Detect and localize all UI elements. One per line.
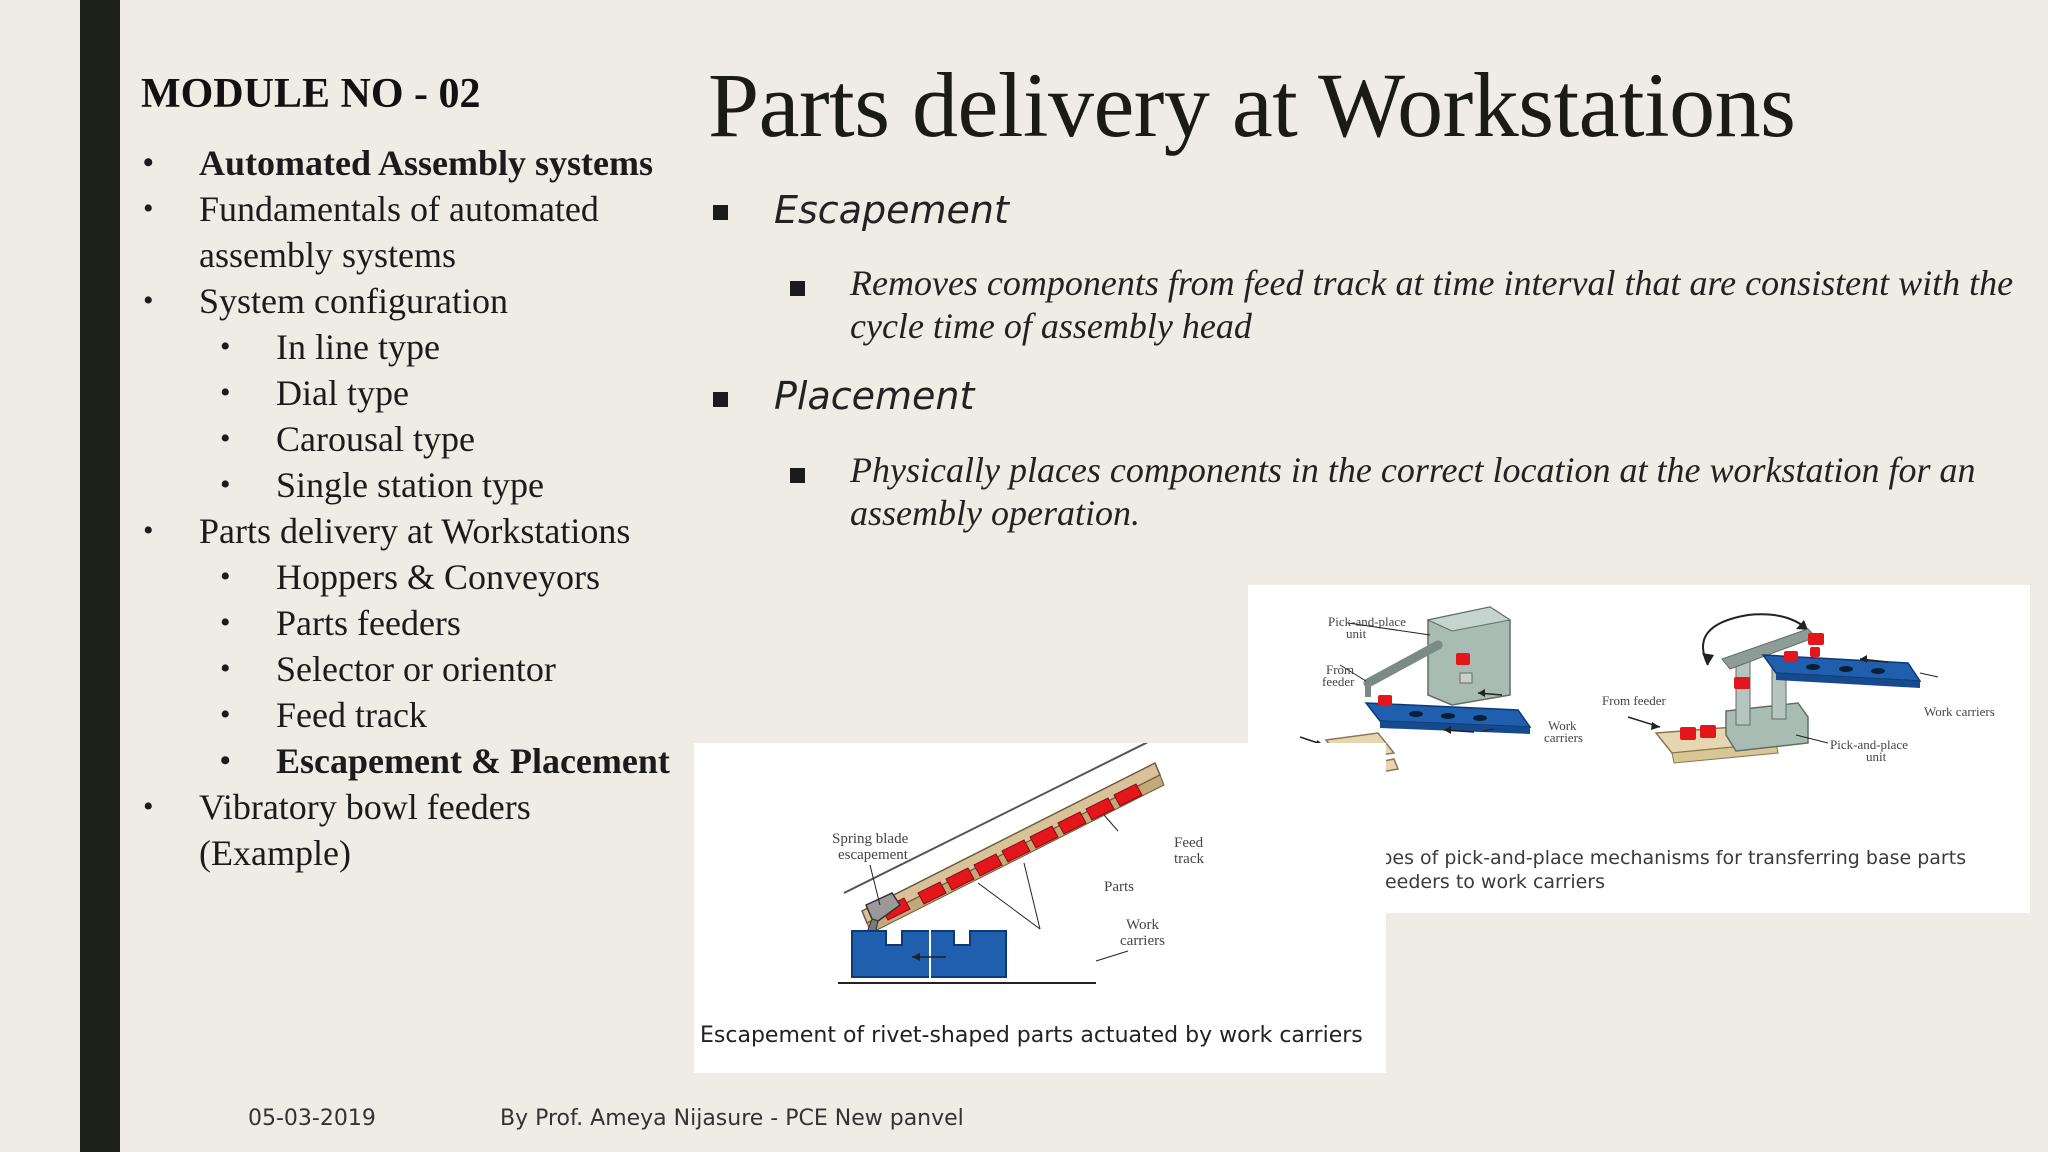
topic-item-label: Vibratory bowl feeders (199, 787, 531, 827)
label-pick-place-unit: unit (1866, 749, 1887, 764)
topic-item: (Example) (140, 830, 700, 876)
topic-item-label: (Example) (199, 833, 351, 873)
section-heading-escapement: Escapement (774, 188, 1009, 232)
topic-item: • Fundamentals of automated (140, 186, 700, 232)
section-bullet (713, 205, 728, 220)
topic-item-label: Automated Assembly systems (199, 143, 653, 183)
label-pick-place-unit: Pick-and-place (1830, 737, 1908, 752)
topic-item-label: assembly systems (199, 235, 456, 275)
section-description-placement: Physically places components in the corr… (850, 450, 1976, 533)
section-bullet (713, 392, 728, 407)
figure-caption: from feeders to work carriers (1328, 871, 1606, 893)
topic-item-label: Escapement & Placement (276, 741, 670, 781)
label-feed-track: Feed (1174, 835, 1204, 851)
section-heading-placement: Placement (774, 374, 975, 418)
topic-item-label: Hoppers & Conveyors (276, 557, 600, 597)
label-pick-place-unit: Pick-and-place (1328, 614, 1406, 629)
label-parts: Parts (1104, 879, 1134, 895)
bullet-icon: • (143, 284, 154, 317)
figure-caption: Escapement of rivet-shaped parts actuate… (700, 1023, 1363, 1048)
bullet-icon: • (143, 514, 154, 547)
bullet-icon: • (143, 192, 154, 225)
topic-item-label: Selector or orientor (276, 649, 556, 689)
topic-item: • Feed track (140, 692, 700, 738)
section-description-escapement: Removes components from feed track at ti… (850, 263, 2014, 346)
bullet-icon: • (220, 606, 231, 639)
topic-item: • Automated Assembly systems (140, 140, 700, 186)
bullet-icon: • (220, 652, 231, 685)
bullet-icon: • (220, 330, 231, 363)
left-accent-bar (80, 0, 120, 1152)
label-work-carriers: carriers (1120, 933, 1165, 949)
topic-item: • Single station type (140, 462, 700, 508)
label-from-feeder: feeder (1322, 674, 1355, 689)
topic-item-label: Single station type (276, 465, 544, 505)
footer-credit: By Prof. Ameya Nijasure - PCE New panvel (500, 1106, 964, 1131)
topic-item: • Escapement & Placement (140, 738, 700, 784)
label-work-carriers: Work (1126, 917, 1159, 933)
topic-item: • Parts feeders (140, 600, 700, 646)
topic-item-label: Parts delivery at Workstations (199, 511, 631, 551)
bullet-icon: • (220, 698, 231, 731)
topic-item-label: System configuration (199, 281, 508, 321)
topic-item-label: In line type (276, 327, 440, 367)
topic-item: • Dial type (140, 370, 700, 416)
module-title: MODULE NO - 02 (141, 71, 481, 117)
mechanism-b: From feeder Work carriers Pick-and-place… (1602, 613, 1995, 764)
label-work-carriers: Work (1548, 718, 1577, 733)
sub-bullet (790, 281, 805, 296)
escapement-diagram: Spring blade escapement Feed track Parts… (832, 743, 1204, 984)
bullet-icon: • (220, 376, 231, 409)
topic-item: • System configuration (140, 278, 700, 324)
label-feed-track: track (1174, 851, 1204, 867)
topic-item: assembly systems (140, 232, 700, 278)
slide-title: Parts delivery at Workstations (708, 54, 1796, 156)
label-work-carriers: carriers (1544, 730, 1583, 745)
label-work-carriers: Work carriers (1924, 704, 1995, 719)
footer-date: 05-03-2019 (248, 1106, 376, 1131)
sub-bullet (790, 468, 805, 483)
label-pick-place-unit: unit (1346, 626, 1367, 641)
bullet-icon: • (143, 790, 154, 823)
topic-item: • In line type (140, 324, 700, 370)
escapement-figure: Spring blade escapement Feed track Parts… (694, 743, 1386, 1073)
topic-item: • Selector or orientor (140, 646, 700, 692)
label-from-feeder: From feeder (1602, 693, 1667, 708)
topic-item: • Vibratory bowl feeders (140, 784, 700, 830)
bullet-icon: • (220, 744, 231, 777)
label-from-feeder: From (1326, 662, 1354, 677)
bullet-icon: • (220, 468, 231, 501)
bullet-icon: • (220, 422, 231, 455)
topic-item-label: Carousal type (276, 419, 475, 459)
bullet-icon: • (143, 146, 154, 179)
topic-item: • Carousal type (140, 416, 700, 462)
topic-item-label: Dial type (276, 373, 409, 413)
topic-item: • Hoppers & Conveyors (140, 554, 700, 600)
label-spring-blade: Spring blade (832, 831, 909, 847)
topic-item: • Parts delivery at Workstations (140, 508, 700, 554)
figure-caption: Two types of pick-and-place mechanisms f… (1320, 847, 1967, 869)
bullet-icon: • (220, 560, 231, 593)
label-spring-blade: escapement (838, 847, 909, 863)
topic-list: • Automated Assembly systems • Fundamentals… (140, 140, 700, 876)
topic-item-label: Parts feeders (276, 603, 461, 643)
topic-item-label: Feed track (276, 695, 427, 735)
topic-item-label: Fundamentals of automated (199, 189, 599, 229)
